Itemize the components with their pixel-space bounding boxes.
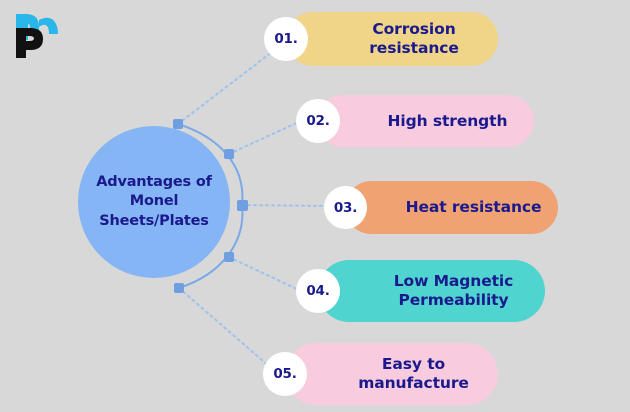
advantage-pill-5[interactable]: Easy to manufacture [285, 343, 498, 405]
advantage-item-4[interactable]: Low Magnetic Permeability 04. [296, 260, 545, 322]
advantage-label-5: Easy to manufacture [358, 355, 469, 392]
advantage-number-5: 05. [273, 366, 297, 382]
advantage-badge-4: 04. [296, 269, 340, 313]
advantage-number-3: 03. [333, 199, 358, 216]
leader-line-4 [228, 256, 304, 293]
advantage-pill-1[interactable]: Corrosion resistance [286, 12, 498, 66]
advantage-number-1: 01. [274, 31, 298, 47]
hub-title: Advantages of Monel Sheets/Plates [96, 174, 212, 229]
advantage-item-3[interactable]: Heat resistance 03. [324, 181, 558, 234]
advantage-badge-1: 01. [264, 17, 308, 61]
connector-node-2 [224, 149, 234, 159]
advantage-label-4: Low Magnetic Permeability [393, 272, 514, 309]
connector-node-1 [173, 119, 183, 129]
advantage-item-1[interactable]: Corrosion resistance 01. [264, 12, 498, 66]
advantage-number-4: 04. [306, 283, 330, 299]
central-hub: Advantages of Monel Sheets/Plates [78, 126, 230, 278]
advantage-badge-3: 03. [324, 186, 367, 229]
advantage-item-5[interactable]: Easy to manufacture 05. [263, 343, 498, 405]
brand-logo-icon [16, 14, 58, 58]
advantage-label-2: High strength [387, 111, 508, 130]
advantage-pill-2[interactable]: High strength [317, 95, 534, 147]
leader-line-5 [178, 287, 272, 369]
advantage-label-1: Corrosion resistance [369, 20, 459, 57]
connector-node-3 [237, 200, 248, 211]
advantage-pill-3[interactable]: Heat resistance [345, 181, 558, 234]
leader-line-1 [177, 51, 273, 125]
advantage-number-2: 02. [306, 113, 330, 129]
advantage-badge-2: 02. [296, 99, 340, 143]
advantage-badge-5: 05. [263, 352, 307, 396]
connector-node-5 [174, 283, 184, 293]
leader-line-3 [241, 204, 331, 207]
advantage-pill-4[interactable]: Low Magnetic Permeability [318, 260, 545, 322]
connector-node-4 [224, 252, 234, 262]
leader-line-2 [228, 119, 304, 155]
advantage-label-3: Heat resistance [405, 198, 542, 217]
advantage-item-2[interactable]: High strength 02. [296, 95, 534, 147]
brand-logo [8, 6, 64, 58]
